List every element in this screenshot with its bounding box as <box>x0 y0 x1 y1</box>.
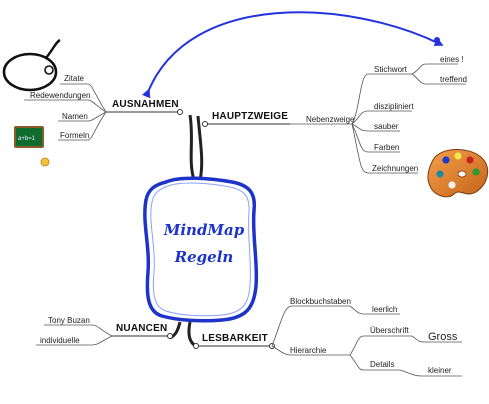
node-individuelle: individuelle <box>40 336 80 345</box>
node-diszipliniert: diszipliniert <box>374 102 414 111</box>
speech-bubble-icon <box>2 38 61 92</box>
node-tony-buzan: Tony Buzan <box>48 316 90 325</box>
svg-text:a+b=1: a+b=1 <box>18 136 36 142</box>
node-gross: Gross <box>428 331 458 343</box>
node-namen: Namen <box>62 112 88 121</box>
node-redewendungen: Redewendungen <box>30 91 91 100</box>
node-treffend: treffend <box>440 75 467 84</box>
node-kleiner: kleiner <box>428 366 452 375</box>
node-zitate: Zitate <box>64 74 85 83</box>
node-formeln: Formeln <box>60 131 90 140</box>
relation-arrow <box>141 11 444 99</box>
branch-hauptzweige: HAUPTZWEIGE <box>212 111 289 122</box>
center-title-line1: MindMap <box>163 221 245 239</box>
center-node-shape <box>143 176 259 323</box>
paint-palette-icon <box>427 148 489 198</box>
node-uberschrift: Überschrift <box>370 326 409 335</box>
branch-ausnahmen: AUSNAHMEN <box>112 99 179 110</box>
node-leerlich: leerlich <box>372 305 398 314</box>
node-hierarchie: Hierarchie <box>290 346 327 355</box>
center-title-line2: Regeln <box>174 248 234 266</box>
node-blockbuchstaben: Blockbuchstaben <box>290 297 351 306</box>
node-stichwort: Stichwort <box>374 65 407 74</box>
node-details: Details <box>370 360 395 369</box>
branch-lesbarkeit: LESBARKEIT <box>202 333 268 344</box>
chalkboard-icon: a+b=1 <box>14 126 50 167</box>
node-nebenzweige: Nebenzweige <box>306 115 355 124</box>
branch-nuancen: NUANCEN <box>116 323 168 334</box>
node-eines: eines ! <box>440 55 464 64</box>
node-sauber: sauber <box>374 122 399 131</box>
node-farben: Farben <box>374 143 400 152</box>
node-zeichnungen: Zeichnungen <box>372 164 419 173</box>
